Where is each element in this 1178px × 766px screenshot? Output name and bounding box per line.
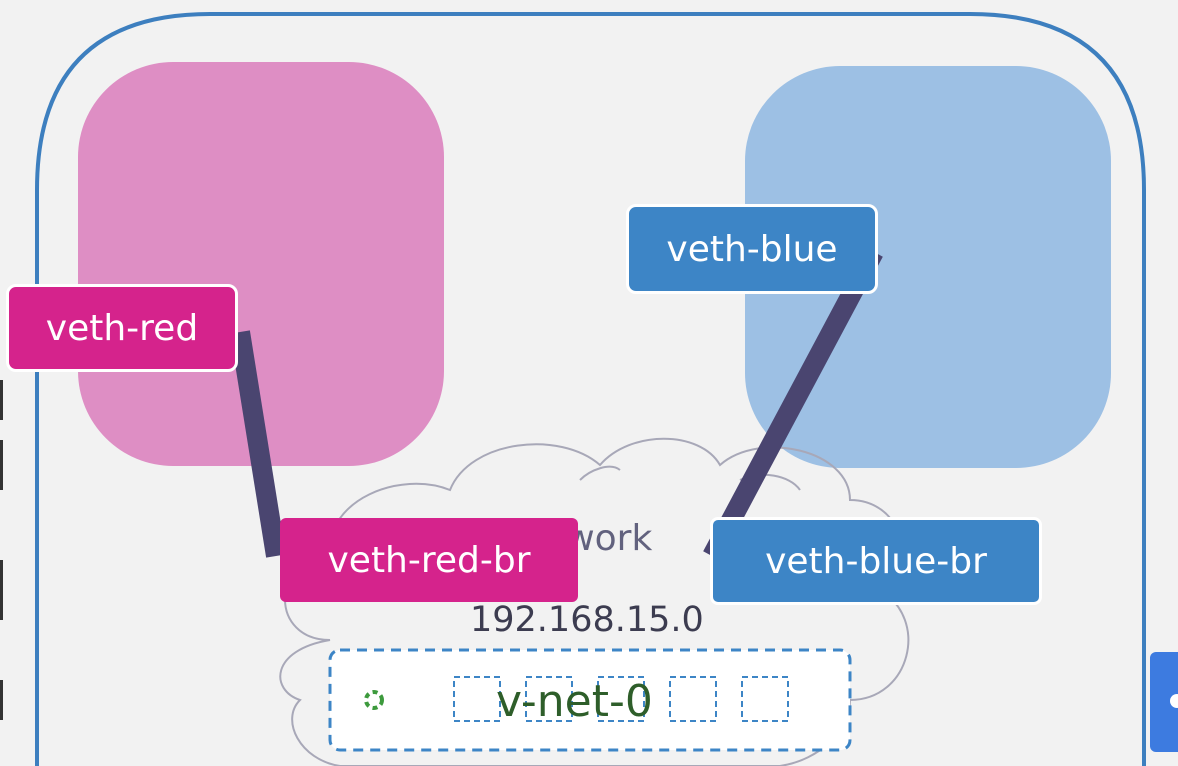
veth-blue-label: veth-blue [626, 204, 878, 294]
blue-namespace [745, 66, 1111, 468]
bridge-port [453, 676, 501, 722]
veth-red-br-label: veth-red-br [280, 518, 578, 602]
edge-marks [0, 380, 3, 720]
veth-red-label: veth-red [6, 284, 238, 372]
network-cloud [279, 437, 910, 766]
bridge-port [597, 676, 645, 722]
host-border [35, 12, 1146, 766]
network-address: 192.168.15.0 [470, 600, 704, 640]
side-panel-tab-icon [1170, 694, 1178, 708]
bridge-ports [453, 676, 789, 722]
bridge-port [525, 676, 573, 722]
bridge-port [741, 676, 789, 722]
loading-icon [364, 690, 384, 710]
cable-red [230, 330, 286, 558]
cable-blue [703, 247, 883, 561]
veth-blue-br-label: veth-blue-br [710, 517, 1042, 605]
bridge-port [669, 676, 717, 722]
bridge-box [328, 648, 852, 752]
bridge-name: v-net-0 [496, 676, 653, 727]
